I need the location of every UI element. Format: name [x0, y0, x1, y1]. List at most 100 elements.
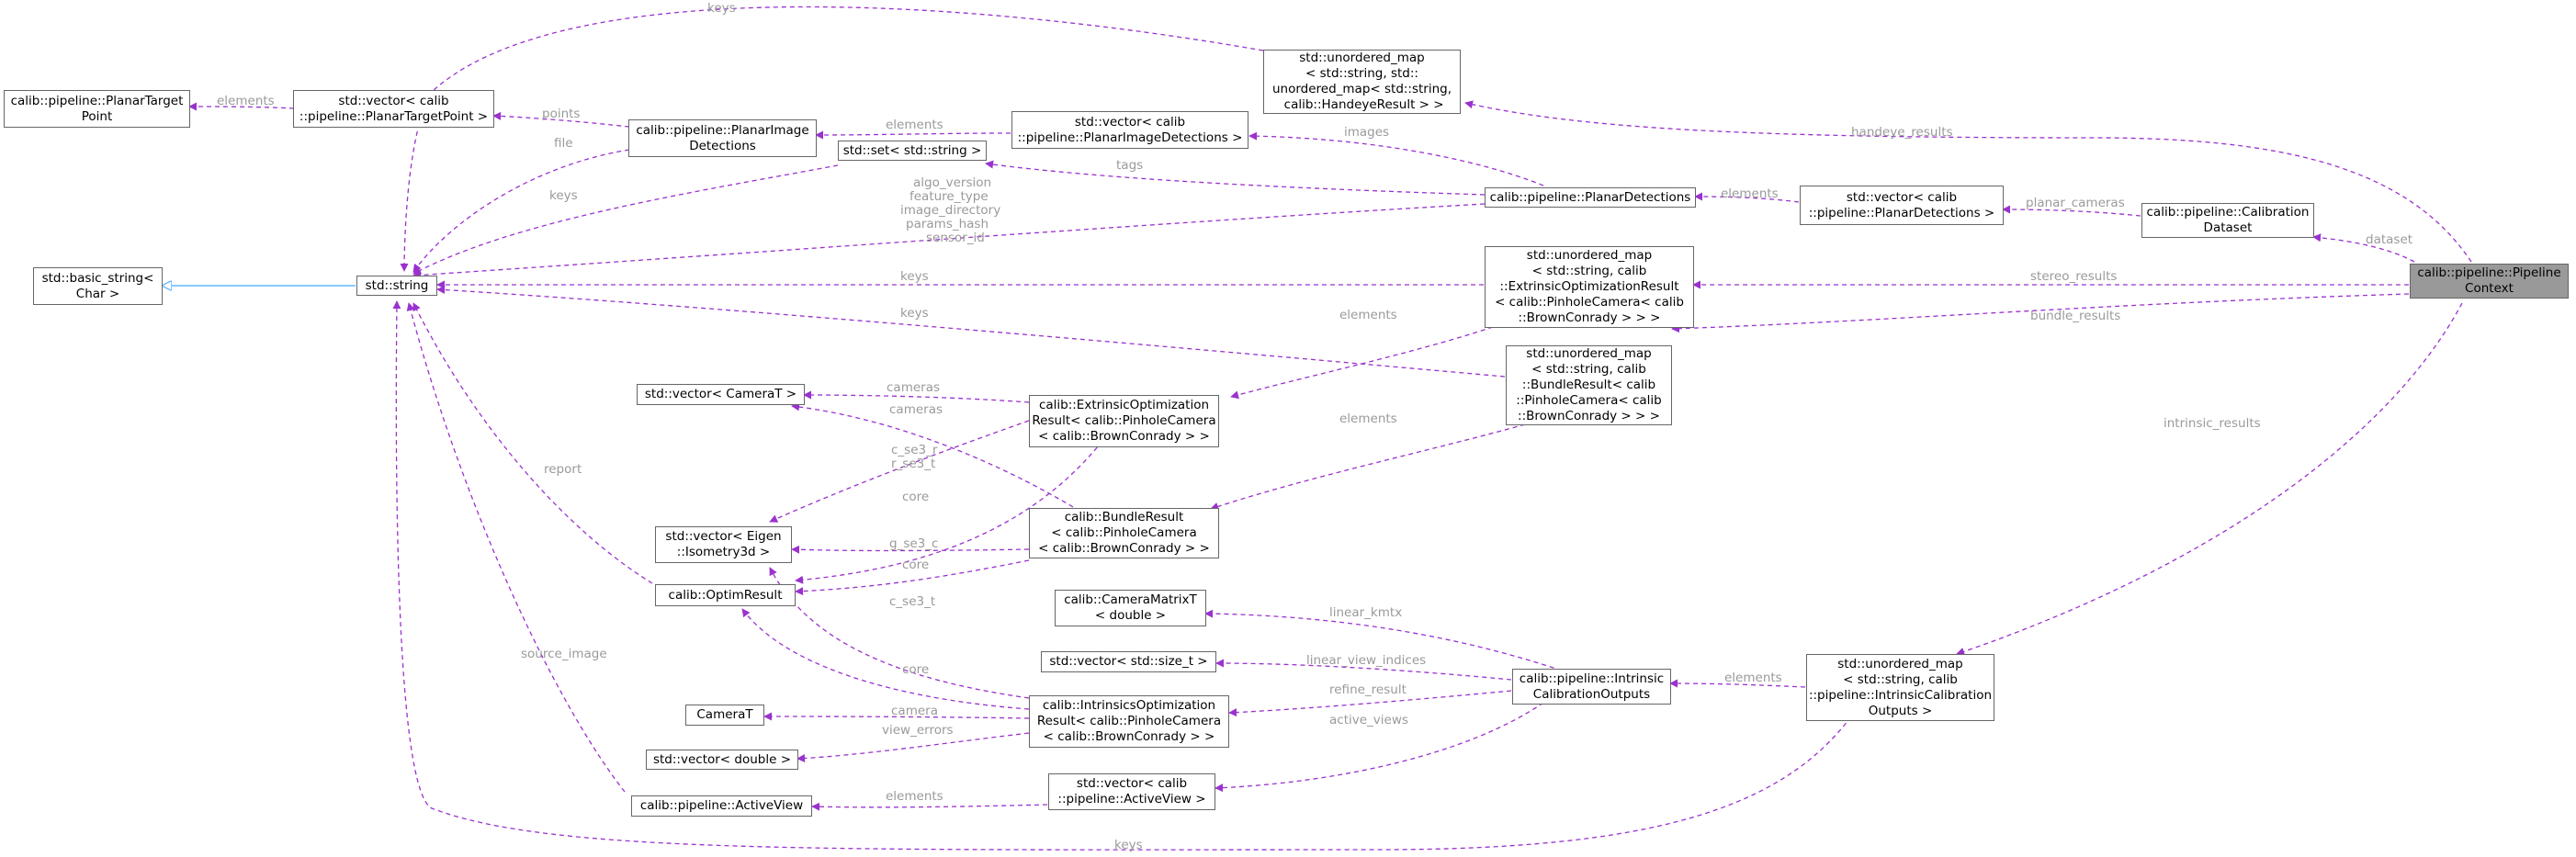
edge-elements-planar-detections	[1694, 192, 1800, 203]
node-std-string-label: std::string	[365, 277, 429, 293]
node-planar-image-detections-label: calib::pipeline::PlanarImage Detections	[636, 122, 809, 153]
edge-keys-set	[412, 164, 839, 275]
label-refine-result: refine_result	[1329, 682, 1407, 697]
label-source-image: source_image	[521, 647, 607, 661]
node-vector-planar-image-detections[interactable]: std::vector< calib ::pipeline::PlanarIma…	[1011, 111, 1248, 149]
label-g-se3-c: g_se3_c	[889, 536, 938, 551]
node-vector-isometry-label: std::vector< Eigen ::Isometry3d >	[665, 529, 782, 559]
label-linear-view-indices: linear_view_indices	[1306, 653, 1426, 668]
node-vector-double[interactable]: std::vector< double >	[646, 750, 798, 770]
label-elements-extrinsic: elements	[1339, 308, 1397, 322]
edge-intrinsic-results	[1956, 302, 2463, 656]
edge-elements-active-view	[811, 802, 1048, 811]
edge-keys-bundle	[436, 286, 1506, 378]
node-vector-size-t-label: std::vector< std::size_t >	[1049, 654, 1208, 669]
edge-keys-handeye	[400, 6, 1264, 272]
node-vector-isometry[interactable]: std::vector< Eigen ::Isometry3d >	[655, 526, 792, 563]
node-optim-result-label: calib::OptimResult	[668, 587, 783, 603]
node-map-intrinsic[interactable]: std::unordered_map < std::string, calib …	[1806, 654, 1994, 721]
edge-linear-view-indices	[1215, 659, 1512, 681]
node-calibration-dataset[interactable]: calib::pipeline::Calibration Dataset	[2141, 203, 2314, 238]
node-active-view[interactable]: calib::pipeline::ActiveView	[631, 795, 812, 817]
edge-c-se3-t	[769, 567, 1030, 699]
edge-core-extrinsic	[795, 440, 1103, 584]
node-camera-matrix-label: calib::CameraMatrixT < double >	[1064, 592, 1197, 623]
node-map-bundle-label: std::unordered_map < std::string, calib …	[1516, 346, 1662, 423]
edge-camera	[763, 712, 1030, 721]
edge-report	[412, 302, 653, 584]
label-string-2: feature_type	[910, 189, 989, 204]
label-intrinsic-results: intrinsic_results	[2164, 416, 2261, 431]
label-stereo-results: stereo_results	[2030, 269, 2117, 284]
node-vector-camera-t[interactable]: std::vector< CameraT >	[637, 384, 805, 405]
label-c-se3-t: c_se3_t	[889, 594, 935, 609]
edge-core-intrinsics	[741, 608, 1030, 710]
node-planar-detections[interactable]: calib::pipeline::PlanarDetections	[1485, 187, 1696, 208]
label-elements-planar-detections: elements	[1721, 186, 1779, 201]
label-keys-intrinsic: keys	[1114, 838, 1143, 852]
node-vector-planar-target-point[interactable]: std::vector< calib ::pipeline::PlanarTar…	[293, 90, 494, 128]
label-core-intrinsics: core	[902, 662, 929, 677]
label-elements-target-point: elements	[217, 94, 275, 108]
label-report: report	[544, 462, 582, 477]
label-string-4: params_hash	[906, 217, 989, 231]
node-bundle-result[interactable]: calib::BundleResult < calib::PinholeCame…	[1029, 508, 1219, 558]
edge-elements-bundle	[1210, 423, 1526, 511]
edge-file	[412, 149, 630, 273]
label-cameras-bundle: cameras	[889, 402, 943, 417]
node-camera-matrix[interactable]: calib::CameraMatrixT < double >	[1055, 590, 1206, 626]
label-r-se3-t: r_se3_t	[891, 457, 935, 471]
node-planar-target-point[interactable]: calib::pipeline::PlanarTarget Point	[4, 90, 190, 128]
node-extrinsic-result[interactable]: calib::ExtrinsicOptimization Result< cal…	[1029, 395, 1219, 447]
node-map-handeye-label: std::unordered_map < std::string, std:: …	[1271, 51, 1452, 112]
label-c-se3-r: c_se3_r	[891, 443, 938, 457]
edge-points	[492, 111, 630, 128]
node-active-view-label: calib::pipeline::ActiveView	[639, 798, 804, 813]
node-intrinsics-result[interactable]: calib::IntrinsicsOptimization Result< ca…	[1029, 695, 1229, 748]
node-planar-detections-label: calib::pipeline::PlanarDetections	[1489, 189, 1691, 205]
edge-source-image	[406, 302, 626, 793]
node-map-extrinsic[interactable]: std::unordered_map < std::string, calib …	[1485, 246, 1694, 328]
edge-keys-intrinsic	[392, 300, 1852, 851]
node-vector-planar-detections[interactable]: std::vector< calib ::pipeline::PlanarDet…	[1800, 186, 2004, 225]
edge-active-views	[1215, 702, 1544, 793]
edge-handeye-results	[1464, 100, 2472, 263]
label-elements-active-view: elements	[886, 789, 943, 804]
node-vector-planar-image-detections-label: std::vector< calib ::pipeline::PlanarIma…	[1017, 114, 1243, 145]
edge-elements-intrinsic	[1669, 679, 1806, 688]
node-set-string[interactable]: std::set< std::string >	[838, 141, 987, 161]
node-intrinsic-calibration-outputs[interactable]: calib::pipeline::Intrinsic CalibrationOu…	[1512, 669, 1671, 705]
label-linear-kmtx: linear_kmtx	[1329, 605, 1402, 620]
edge-g-se3-c	[791, 545, 1030, 554]
edge-tags	[985, 160, 1486, 196]
node-std-string[interactable]: std::string	[356, 276, 437, 296]
edge-core-bundle	[795, 559, 1030, 596]
node-map-intrinsic-label: std::unordered_map < std::string, calib …	[1808, 656, 1993, 718]
node-camera-t[interactable]: CameraT	[685, 705, 764, 726]
label-elements-planar-image-detections: elements	[886, 118, 943, 132]
node-map-bundle[interactable]: std::unordered_map < std::string, calib …	[1506, 345, 1672, 425]
node-planar-image-detections[interactable]: calib::pipeline::PlanarImage Detections	[628, 119, 817, 157]
node-vector-size-t[interactable]: std::vector< std::size_t >	[1041, 651, 1216, 672]
node-basic-string[interactable]: std::basic_string< Char >	[33, 267, 163, 305]
label-c-se3: c_se3_r r_se3_t	[891, 443, 942, 471]
label-bundle-results: bundle_results	[2030, 309, 2120, 323]
node-optim-result[interactable]: calib::OptimResult	[655, 584, 796, 606]
node-vector-active-view-label: std::vector< calib ::pipeline::ActiveVie…	[1057, 776, 1206, 806]
node-vector-active-view[interactable]: std::vector< calib ::pipeline::ActiveVie…	[1048, 773, 1215, 810]
node-vector-camera-t-label: std::vector< CameraT >	[644, 387, 797, 401]
edge-linear-kmtx	[1204, 609, 1563, 671]
label-string-1: algo_version	[913, 175, 991, 190]
label-string-5: sensor_id	[926, 231, 985, 245]
edge-c-se3	[769, 420, 1030, 523]
label-planar-detections-strings: algo_version feature_type image_director…	[900, 175, 1005, 245]
edge-elements-extrinsic	[1230, 321, 1509, 400]
node-bundle-result-label: calib::BundleResult < calib::PinholeCame…	[1038, 510, 1210, 556]
node-map-extrinsic-label: std::unordered_map < std::string, calib …	[1495, 248, 1684, 325]
label-keys-set: keys	[549, 188, 578, 203]
edge-planar-detections-strings	[412, 203, 1486, 279]
node-pipeline-context[interactable]: calib::pipeline::Pipeline Context	[2410, 264, 2569, 299]
label-elements-intrinsic: elements	[1724, 671, 1782, 685]
node-map-handeye[interactable]: std::unordered_map < std::string, std:: …	[1263, 50, 1461, 114]
